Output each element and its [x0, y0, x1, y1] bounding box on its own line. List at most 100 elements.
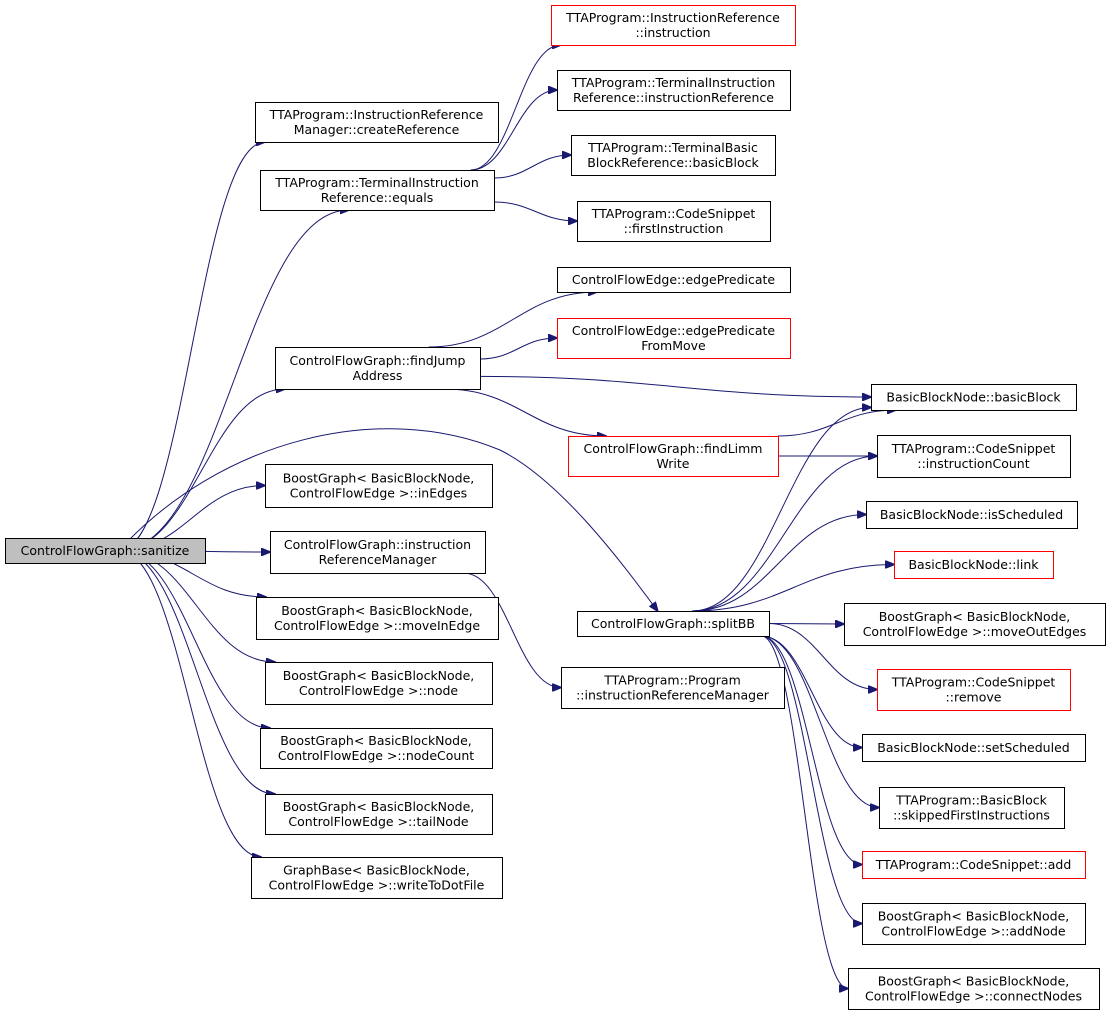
edge-splitBB-to-bbnBasicBlock: [692, 407, 871, 612]
node-box: [871, 384, 1077, 411]
node-label: Manager::createReference: [294, 122, 460, 137]
node-box: [877, 435, 1071, 478]
node-label: ControlFlowEdge >::inEdges: [290, 486, 467, 501]
node-label: ::instructionCount: [917, 456, 1029, 471]
edge-equals-to-csFirstInstr: [493, 201, 577, 221]
node-moveInEdge[interactable]: BoostGraph< BasicBlockNode,ControlFlowEd…: [256, 597, 499, 640]
node-nodeCount[interactable]: BoostGraph< BasicBlockNode,ControlFlowEd…: [260, 728, 493, 769]
node-label: ControlFlowEdge::edgePredicate: [572, 323, 776, 338]
node-irInstruction[interactable]: TTAProgram::InstructionReference::instru…: [551, 5, 796, 46]
node-bbSkipped[interactable]: TTAProgram::BasicBlock::skippedFirstInst…: [879, 787, 1065, 829]
node-bbnLink[interactable]: BasicBlockNode::link: [894, 551, 1054, 579]
node-box: [894, 551, 1054, 579]
edge-equals-to-tirInstructionRef: [470, 90, 557, 171]
edge-findLimmWrite-to-bbnBasicBlock: [777, 410, 896, 437]
node-label: BoostGraph< BasicBlockNode,: [283, 471, 475, 486]
node-box: [848, 968, 1100, 1010]
node-bbnSetScheduled[interactable]: BasicBlockNode::setScheduled: [862, 734, 1086, 762]
node-tbbrBasicBlock[interactable]: TTAProgram::TerminalBasicBlockReference:…: [571, 135, 776, 176]
node-label: BasicBlockNode::isScheduled: [880, 507, 1063, 522]
node-box: [270, 531, 486, 574]
node-createRef[interactable]: TTAProgram::InstructionReferenceManager:…: [255, 102, 499, 143]
node-progIrm[interactable]: TTAProgram::Program::instructionReferenc…: [561, 667, 785, 709]
node-csAdd[interactable]: TTAProgram::CodeSnippet::add: [862, 851, 1086, 879]
node-connectNodes[interactable]: BoostGraph< BasicBlockNode,ControlFlowEd…: [848, 968, 1100, 1010]
node-label: ControlFlowGraph::findLimm: [583, 441, 762, 456]
node-label: BasicBlockNode::basicBlock: [886, 390, 1061, 405]
node-bbnIsScheduled[interactable]: BasicBlockNode::isScheduled: [866, 501, 1078, 529]
node-box: [877, 669, 1071, 711]
node-box: [557, 70, 791, 111]
node-inEdges[interactable]: BoostGraph< BasicBlockNode,ControlFlowEd…: [265, 464, 493, 508]
node-label: BoostGraph< BasicBlockNode,: [878, 974, 1070, 989]
node-box: [265, 662, 493, 705]
node-label: BoostGraph< BasicBlockNode,: [879, 609, 1071, 624]
edge-splitBB-to-moveOutEdges: [768, 624, 844, 625]
node-box: [571, 135, 776, 176]
node-box: [577, 201, 771, 242]
node-label: TTAProgram::TerminalBasic: [587, 140, 758, 155]
node-sanitize[interactable]: ControlFlowGraph::sanitize: [5, 538, 206, 564]
node-box: [844, 603, 1106, 646]
node-label: ControlFlowGraph::findJump: [290, 353, 466, 368]
node-layer: ControlFlowGraph::sanitize TTAProgram::In…: [5, 5, 1106, 1010]
node-writeToDot[interactable]: GraphBase< BasicBlockNode,ControlFlowEdg…: [251, 857, 503, 899]
edge-equals-to-irInstruction: [470, 45, 561, 171]
node-label: BoostGraph< BasicBlockNode,: [281, 603, 473, 618]
node-splitBB[interactable]: ControlFlowGraph::splitBB: [577, 611, 770, 637]
node-label: Reference::instructionReference: [573, 90, 774, 105]
node-tailNode[interactable]: BoostGraph< BasicBlockNode,ControlFlowEd…: [265, 794, 493, 835]
node-label: ControlFlowEdge >::addNode: [881, 924, 1066, 939]
node-label: TTAProgram::InstructionReference: [565, 10, 780, 25]
edge-sanitize-to-tailNode: [118, 550, 275, 795]
node-label: Write: [656, 456, 689, 471]
edge-sanitize-to-equals: [118, 210, 349, 551]
node-box: [265, 464, 493, 508]
node-box: [260, 170, 495, 211]
node-box: [862, 734, 1086, 762]
node-box: [557, 318, 791, 359]
node-edgePredicate[interactable]: ControlFlowEdge::edgePredicate: [557, 267, 791, 293]
node-addNode[interactable]: BoostGraph< BasicBlockNode,ControlFlowEd…: [862, 903, 1086, 945]
node-label: TTAProgram::TerminalInstruction: [571, 75, 776, 90]
node-equals[interactable]: TTAProgram::TerminalInstructionReference…: [260, 170, 495, 211]
edge-splitBB-to-csRemove: [768, 623, 877, 690]
edge-splitBB-to-csAdd: [761, 635, 862, 865]
node-label: ControlFlowEdge >::nodeCount: [278, 748, 474, 763]
node-csFirstInstr[interactable]: TTAProgram::CodeSnippet::firstInstructio…: [577, 201, 771, 242]
edge-splitBB-to-csInstrCount: [692, 456, 877, 612]
node-label: TTAProgram::BasicBlock: [895, 793, 1047, 808]
node-label: Reference::equals: [321, 190, 434, 205]
node-box: [866, 501, 1078, 529]
node-instrRefMgr[interactable]: ControlFlowGraph::instructionReferenceMa…: [270, 531, 486, 574]
node-csInstrCount[interactable]: TTAProgram::CodeSnippet::instructionCoun…: [877, 435, 1071, 478]
node-label: ControlFlowEdge >::moveInEdge: [274, 618, 480, 633]
node-label: ControlFlowEdge >::connectNodes: [865, 989, 1082, 1004]
node-csRemove[interactable]: TTAProgram::CodeSnippet::remove: [877, 669, 1071, 711]
node-box: [255, 102, 499, 143]
node-tirInstructionRef[interactable]: TTAProgram::TerminalInstructionReference…: [557, 70, 791, 111]
node-node[interactable]: BoostGraph< BasicBlockNode,ControlFlowEd…: [265, 662, 493, 705]
node-label: ControlFlowGraph::instruction: [284, 537, 471, 552]
edge-layer: [118, 45, 896, 989]
node-box: [275, 347, 481, 390]
node-label: ControlFlowGraph::splitBB: [591, 616, 755, 631]
node-label: TTAProgram::InstructionReference: [269, 107, 484, 122]
edge-findJumpAddr-to-findLimmWrite: [445, 388, 606, 436]
node-label: ::remove: [946, 690, 1002, 705]
node-moveOutEdges[interactable]: BoostGraph< BasicBlockNode,ControlFlowEd…: [844, 603, 1106, 646]
node-label: ControlFlowEdge::edgePredicate: [572, 272, 776, 287]
node-label: BoostGraph< BasicBlockNode,: [283, 799, 475, 814]
node-label: ::skippedFirstInstructions: [893, 808, 1050, 823]
edge-splitBB-to-bbnIsScheduled: [692, 515, 866, 612]
node-box: [557, 267, 791, 293]
node-box: [568, 436, 779, 477]
node-box: [256, 597, 499, 640]
node-bbnBasicBlock[interactable]: BasicBlockNode::basicBlock: [871, 384, 1077, 411]
node-label: ::firstInstruction: [624, 221, 724, 236]
edge-findJumpAddr-to-edgePredicate: [428, 292, 597, 348]
node-label: Address: [353, 368, 403, 383]
